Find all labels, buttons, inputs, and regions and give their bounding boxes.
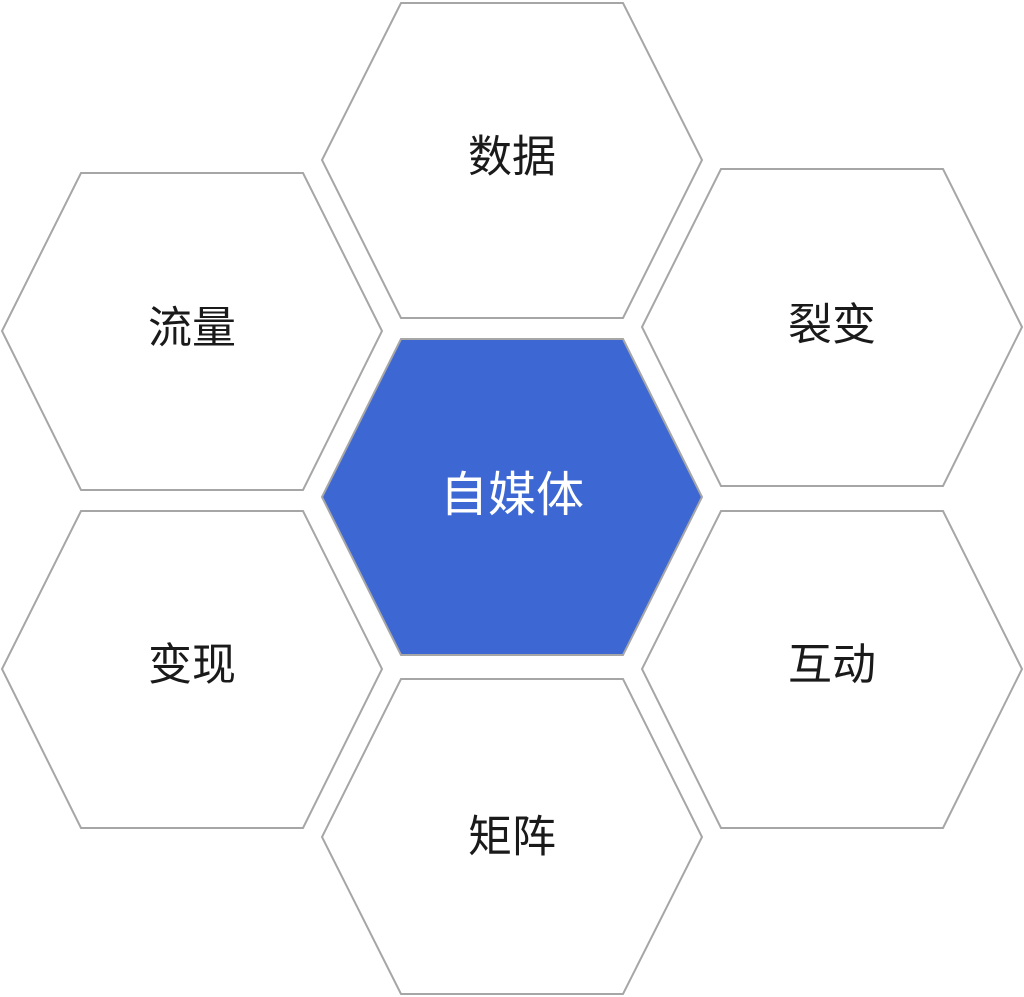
- hex-label-bottom: 矩阵: [468, 812, 556, 863]
- hex-shape-upper-left: [0, 172, 384, 491]
- hex-node-center: 自媒体: [320, 338, 704, 656]
- hex-node-upper-right: 裂变: [640, 168, 1024, 487]
- hex-label-lower-right: 互动: [788, 640, 876, 691]
- hex-shape-upper-right: [640, 168, 1024, 487]
- hex-node-lower-right: 互动: [640, 510, 1024, 829]
- hex-label-lower-left: 变现: [148, 640, 236, 691]
- hex-label-upper-right: 裂变: [788, 300, 876, 351]
- hex-node-top: 数据: [320, 2, 704, 319]
- hex-shape-bottom: [320, 678, 704, 995]
- hex-label-upper-left: 流量: [148, 303, 236, 354]
- hex-label-center: 自媒体: [440, 467, 584, 523]
- hex-node-lower-left: 变现: [0, 510, 384, 829]
- hex-label-top: 数据: [468, 132, 556, 183]
- hex-shape-center: [320, 338, 704, 656]
- hex-shape-lower-right: [640, 510, 1024, 829]
- hex-shape-lower-left: [0, 510, 384, 829]
- hex-node-bottom: 矩阵: [320, 678, 704, 995]
- hex-shape-top: [320, 2, 704, 319]
- hex-node-upper-left: 流量: [0, 172, 384, 491]
